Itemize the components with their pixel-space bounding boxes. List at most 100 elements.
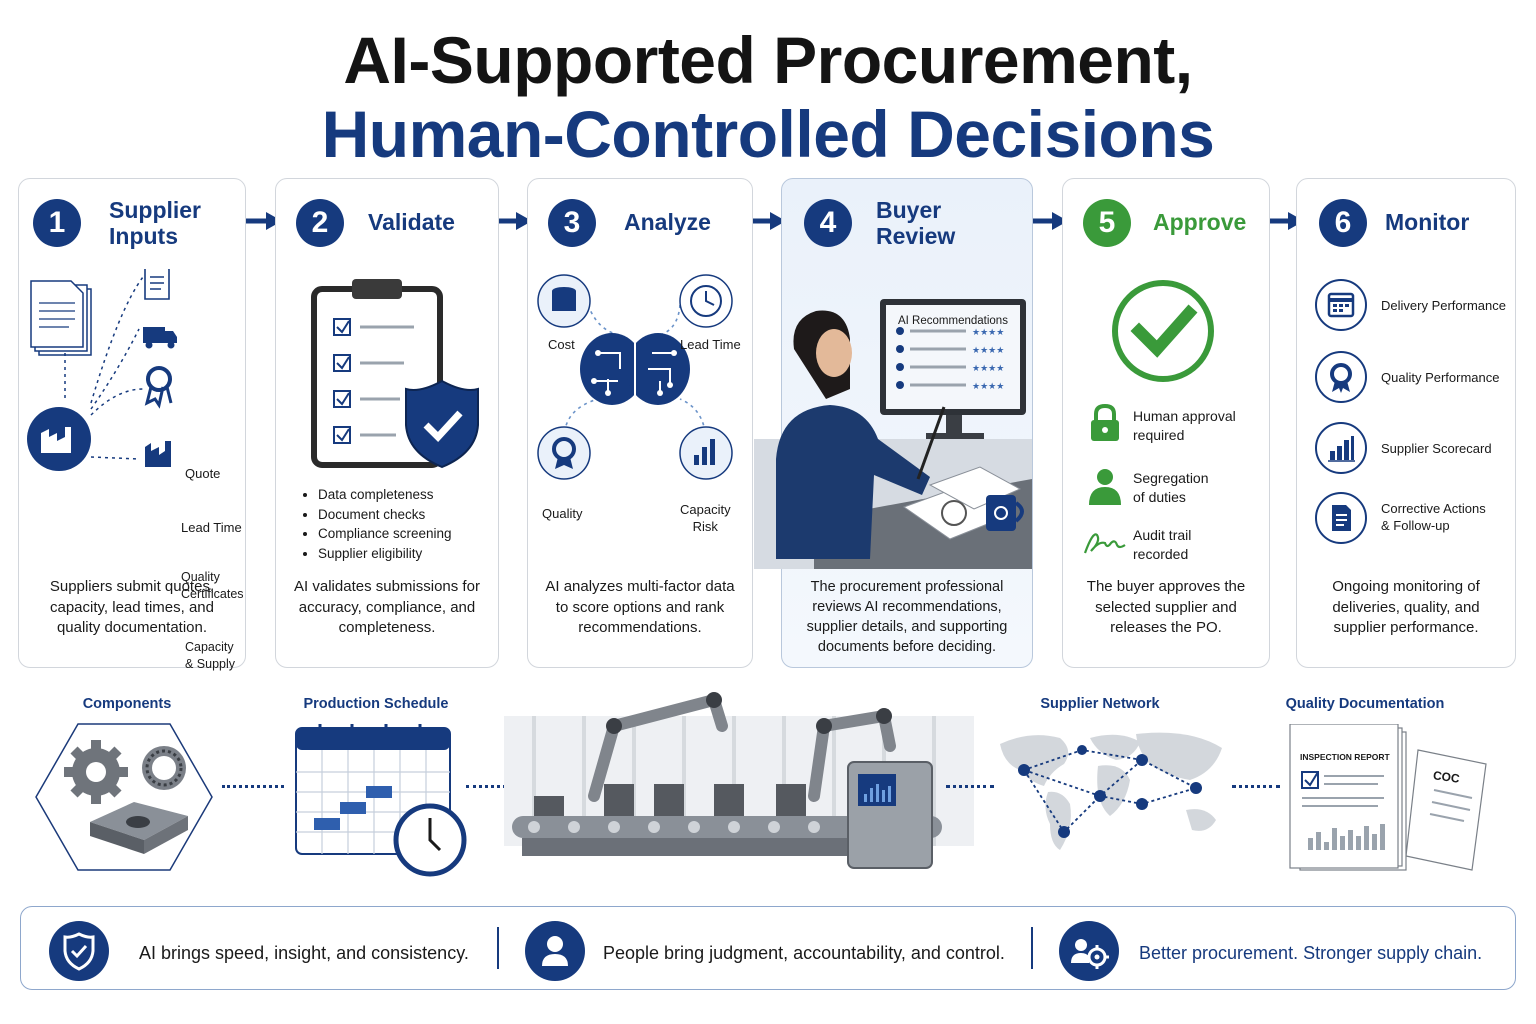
buyer-at-desk-illustration: ★★★★ ★★★★ ★★★★ ★★★★	[754, 299, 1032, 569]
shield-check-icon	[49, 921, 109, 981]
quality-docs-label: Quality Documentation	[1285, 696, 1445, 712]
certificate-icon	[537, 426, 591, 480]
step-description: The buyer approves the selected supplier…	[1086, 578, 1246, 636]
divider	[497, 927, 499, 969]
step-4-card: 4 Buyer Review ★★★★ ★★★★ ★★★★ ★★★★ AI Recom…	[754, 178, 1033, 668]
calendar-icon	[1315, 279, 1367, 331]
step-description: AI analyzes multi-factor data to score o…	[545, 578, 735, 636]
factory-small-icon	[145, 441, 171, 467]
calendar-icon	[295, 724, 467, 877]
banner-outcome-text: Better procurement. Stronger supply chai…	[1139, 943, 1483, 963]
input-quote: Quote	[185, 466, 221, 481]
svg-text:★★★★: ★★★★	[972, 346, 1004, 356]
shield-check-icon	[405, 379, 479, 469]
metric-corrective-actions: Corrective Actions & Follow-up	[1381, 501, 1486, 533]
step-description: AI validates submissions for accuracy, c…	[294, 578, 480, 636]
factory-icon	[27, 407, 91, 471]
certificate-icon	[144, 366, 173, 409]
banner-people-text: People bring judgment, accountability, a…	[603, 943, 1005, 963]
title-line-2: Human-Controlled Decisions	[321, 97, 1215, 171]
step-6-card: 6 Monitor Delivery Performance Quality P…	[1296, 178, 1516, 668]
connector	[946, 785, 994, 791]
step-title: Approve	[1153, 209, 1247, 235]
factor-cost: Cost	[548, 337, 575, 352]
production-line-illustration	[504, 692, 974, 869]
schedule-label: Production Schedule	[303, 696, 449, 712]
factor-quality: Quality	[542, 506, 583, 521]
truck-icon	[143, 327, 177, 349]
person-icon	[525, 921, 585, 981]
step-3-card: 3 Analyze Cost Lead Time Quality Capacit…	[527, 178, 753, 668]
title-line-1: AI-Supported Procurement,	[343, 23, 1193, 97]
step-number: 2	[296, 199, 344, 247]
checklist-item: Compliance screening	[318, 524, 452, 544]
analysis-diagram	[537, 274, 733, 480]
step-title: Validate	[368, 209, 455, 235]
network-label: Supplier Network	[1040, 696, 1160, 712]
checklist-item: Document checks	[318, 505, 452, 525]
divider	[1031, 927, 1033, 969]
step-number: 3	[548, 199, 596, 247]
validation-checklist: Data completeness Document checks Compli…	[302, 485, 452, 563]
components-illustration	[35, 723, 213, 871]
metric-scorecard: Supplier Scorecard	[1381, 441, 1492, 456]
step-title: Buyer Review	[876, 197, 956, 249]
step-description: Suppliers submit quotes, capacity, lead …	[49, 578, 215, 636]
gear-icon	[941, 500, 967, 526]
control-audit-trail: Audit trail recorded	[1133, 527, 1192, 562]
connector	[222, 785, 284, 791]
step-2-card: 2 Validate Data completeness Document ch…	[275, 178, 499, 668]
svg-text:★★★★: ★★★★	[972, 328, 1004, 338]
input-capacity-supply: Capacity & Supply	[185, 640, 236, 671]
screen-title: AI Recommendations	[898, 315, 1008, 327]
summary-banner: AI brings speed, insight, and consistenc…	[20, 906, 1516, 990]
coc-document	[1405, 749, 1487, 871]
bar-chart-icon	[1315, 422, 1367, 474]
clipboard-icon	[311, 279, 479, 469]
person-icon	[1089, 469, 1121, 505]
mug-icon	[986, 495, 1024, 531]
check-circle-icon	[1112, 280, 1214, 382]
document-icon	[144, 269, 170, 300]
step-number: 6	[1319, 199, 1367, 247]
inspection-report-title: INSPECTION REPORT	[1300, 752, 1390, 762]
gear-icon	[64, 740, 128, 804]
step-number: 1	[33, 199, 81, 247]
input-quality-certificates: Quality Certificates	[181, 570, 244, 601]
factor-lead-time: Lead Time	[680, 337, 741, 352]
globe-icon	[1000, 732, 1222, 850]
checklist-item: Supplier eligibility	[318, 544, 452, 564]
brain-icon	[580, 333, 690, 405]
control-human-approval: Human approval required	[1133, 408, 1236, 443]
step-number: 5	[1083, 199, 1131, 247]
step-5-card: 5 Approve Human approval required Segreg…	[1062, 178, 1270, 668]
bracket-icon	[90, 802, 188, 854]
step-description: The procurement professional reviews AI …	[806, 579, 1008, 655]
svg-text:★★★★: ★★★★	[972, 382, 1004, 392]
factor-capacity-risk: Capacity Risk	[680, 502, 731, 534]
supplier-inputs-diagram	[27, 269, 177, 471]
step-number: 4	[804, 199, 852, 247]
step-description: Ongoing monitoring of deliveries, qualit…	[1332, 578, 1480, 636]
step-title: Monitor	[1385, 209, 1470, 235]
bearing-icon	[142, 746, 186, 790]
step-title: Supplier Inputs	[109, 197, 202, 249]
award-icon	[1315, 351, 1367, 403]
control-segregation: Segregation of duties	[1133, 470, 1209, 505]
people-gear-icon	[1059, 921, 1119, 981]
quality-documents-illustration	[1289, 724, 1487, 871]
metric-delivery: Delivery Performance	[1381, 298, 1506, 313]
step-1-card: 1 Supplier Inputs Quote Lead Time Qualit…	[18, 178, 246, 671]
signature-icon	[1083, 533, 1126, 554]
checklist-item: Data completeness	[318, 485, 452, 505]
svg-text:★★★★: ★★★★	[972, 364, 1004, 374]
connector	[1232, 785, 1280, 791]
document-stack-icon	[30, 280, 92, 356]
components-label: Components	[82, 696, 172, 712]
input-lead-time: Lead Time	[181, 520, 242, 535]
step-title: Analyze	[624, 209, 711, 235]
document-icon	[1315, 492, 1367, 544]
lock-icon	[1091, 403, 1119, 441]
connector	[466, 785, 512, 791]
banner-ai-text: AI brings speed, insight, and consistenc…	[139, 943, 469, 963]
